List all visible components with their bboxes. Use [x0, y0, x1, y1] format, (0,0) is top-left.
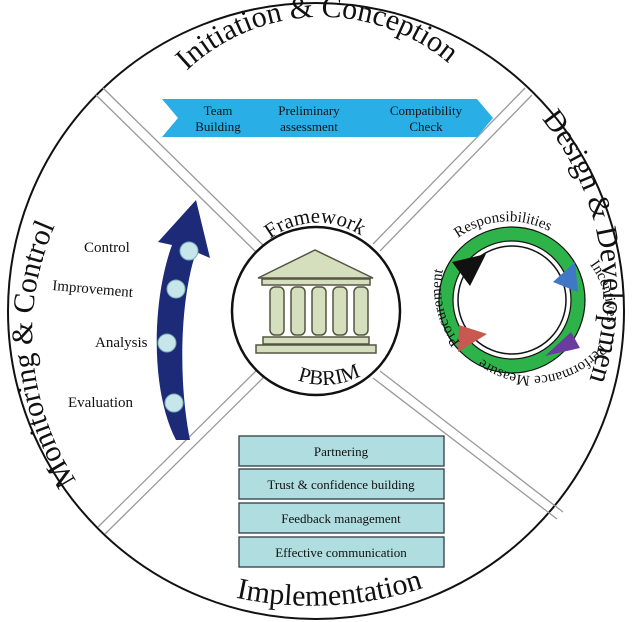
- upward-arrow-icon: [156, 200, 210, 440]
- initiation-chevron-3: Compatibility Check: [355, 99, 493, 137]
- step-dot: [164, 393, 184, 413]
- cycle-arrow-icon: [545, 332, 580, 356]
- box-label: Trust & confidence building: [267, 477, 415, 492]
- chevron-label-line2: Building: [195, 119, 241, 134]
- monitoring-dots: [157, 241, 199, 413]
- quadrant-separators: [95, 87, 564, 535]
- cycle-arrow-icon: [458, 325, 487, 352]
- implementation-box-list: Partnering Trust & confidence building F…: [238, 435, 445, 568]
- monitoring-label-control: Control: [84, 240, 130, 256]
- box-label: Partnering: [314, 444, 369, 459]
- cycle-arrow-icon: [553, 262, 578, 292]
- monitoring-label-analysis: Analysis: [95, 335, 148, 351]
- monitoring-label-improvement: Improvement: [52, 278, 135, 301]
- implementation-box-1: Partnering: [238, 435, 445, 467]
- cycle-ring: [439, 227, 585, 373]
- step-dot: [166, 279, 186, 299]
- design-cycle: [438, 226, 586, 374]
- initiation-chevron-1: Team Building: [162, 99, 262, 137]
- chevron-label-line1: Compatibility: [390, 103, 463, 118]
- box-label: Feedback management: [281, 511, 401, 526]
- implementation-box-2: Trust & confidence building: [238, 468, 445, 500]
- chevron-label-line1: Preliminary: [278, 103, 340, 118]
- step-dot: [157, 333, 177, 353]
- implementation-box-3: Feedback management: [238, 502, 445, 534]
- chevron-label-line1: Team: [204, 103, 233, 118]
- chevron-label-line2: assessment: [280, 119, 338, 134]
- cycle-arrow-icon: [452, 254, 486, 286]
- step-dot: [179, 241, 199, 261]
- initiation-chevron-2: Preliminary assessment: [244, 99, 373, 137]
- temple-icon: [255, 249, 377, 354]
- implementation-box-4: Effective communication: [238, 536, 445, 568]
- monitoring-label-evaluation: Evaluation: [68, 395, 133, 411]
- chevron-label-line2: Check: [409, 119, 443, 134]
- box-label: Effective communication: [275, 545, 407, 560]
